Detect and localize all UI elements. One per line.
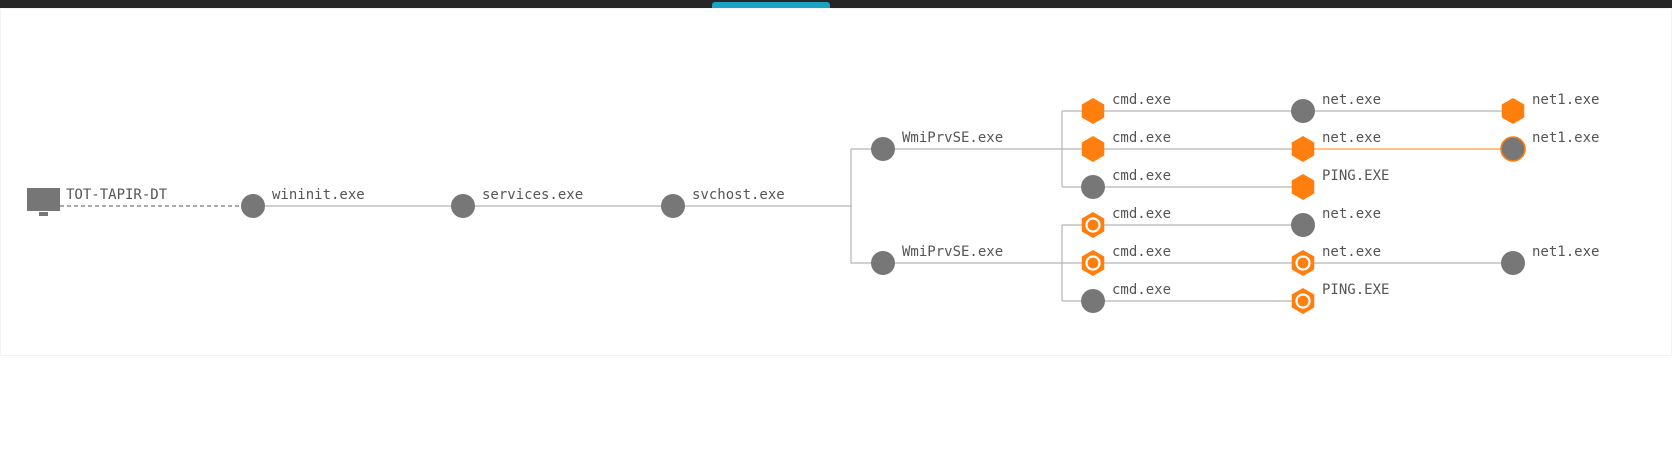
process-tree-diagram[interactable]: TOT-TAPIR-DT wininit.exe services.exe svcho…: [0, 8, 1672, 356]
process-circle-icon: [1291, 99, 1315, 123]
process-node-wininit[interactable]: [241, 194, 265, 218]
process-label-net4: net.exe: [1322, 244, 1381, 260]
process-label-cmd4: cmd.exe: [1112, 206, 1171, 222]
process-label-svchost: svchost.exe: [692, 187, 785, 203]
process-label-cmd6: cmd.exe: [1112, 282, 1171, 298]
monitor-base: [27, 209, 60, 211]
alert-hexagon-ring-icon: [1291, 250, 1315, 276]
tree-nodes: [27, 98, 1526, 314]
process-label-services: services.exe: [482, 187, 583, 203]
process-node-cmd6[interactable]: [1081, 289, 1105, 313]
process-label-wininit: wininit.exe: [272, 187, 365, 203]
process-node-net2[interactable]: [1291, 136, 1315, 162]
process-label-cmd2: cmd.exe: [1112, 130, 1171, 146]
top-bar: [0, 0, 1672, 8]
process-node-net3[interactable]: [1291, 213, 1315, 237]
process-label-wmi1: WmiPrvSE.exe: [902, 130, 1003, 146]
alert-hexagon-icon: [1081, 98, 1105, 124]
process-label-ping1: PING.EXE: [1322, 168, 1389, 184]
ring-icon: [1085, 255, 1101, 271]
host-label: TOT-TAPIR-DT: [66, 187, 168, 203]
monitor-stand: [39, 212, 48, 216]
active-tab-indicator[interactable]: [712, 2, 830, 8]
process-circle-icon: [871, 251, 895, 275]
alert-hexagon-icon: [1291, 136, 1315, 162]
process-node-net1[interactable]: [1291, 99, 1315, 123]
ring-icon: [1295, 255, 1311, 271]
tree-labels: TOT-TAPIR-DT wininit.exe services.exe svcho…: [66, 92, 1599, 298]
ring-icon: [1295, 293, 1311, 309]
process-node-cmd3[interactable]: [1081, 175, 1105, 199]
monitor-screen: [27, 188, 60, 209]
alert-hexagon-icon: [1291, 174, 1315, 200]
process-node-ping2[interactable]: [1291, 288, 1315, 314]
process-label-net2: net.exe: [1322, 130, 1381, 146]
process-circle-icon: [1081, 289, 1105, 313]
alert-hexagon-icon: [1081, 136, 1105, 162]
tree-edges: [60, 110, 1513, 302]
process-tree-panel: TOT-TAPIR-DT wininit.exe services.exe svcho…: [0, 8, 1672, 356]
selected-process-circle-icon: [1500, 136, 1526, 162]
process-node-cmd5[interactable]: [1081, 250, 1105, 276]
process-label-cmd1: cmd.exe: [1112, 92, 1171, 108]
process-label-wmi2: WmiPrvSE.exe: [902, 244, 1003, 260]
alert-hexagon-ring-icon: [1081, 250, 1105, 276]
process-node-cmd4[interactable]: [1081, 212, 1105, 238]
process-node-net1b[interactable]: [1500, 136, 1526, 162]
process-label-net1: net.exe: [1322, 92, 1381, 108]
process-circle-icon: [871, 137, 895, 161]
process-circle-icon: [1081, 175, 1105, 199]
process-label-ping2: PING.EXE: [1322, 282, 1389, 298]
alert-hexagon-icon: [1501, 98, 1525, 124]
process-label-cmd5: cmd.exe: [1112, 244, 1171, 260]
process-circle-icon: [241, 194, 265, 218]
ring-icon: [1085, 217, 1101, 233]
process-node-wmi1[interactable]: [871, 137, 895, 161]
process-label-cmd3: cmd.exe: [1112, 168, 1171, 184]
process-node-svchost[interactable]: [661, 194, 685, 218]
alert-hexagon-ring-icon: [1081, 212, 1105, 238]
process-circle-icon: [661, 194, 685, 218]
process-label-net3: net.exe: [1322, 206, 1381, 222]
process-circle-icon: [451, 194, 475, 218]
process-node-services[interactable]: [451, 194, 475, 218]
process-node-cmd2[interactable]: [1081, 136, 1105, 162]
process-node-ping1[interactable]: [1291, 174, 1315, 200]
computer-icon[interactable]: [27, 188, 60, 216]
process-node-cmd1[interactable]: [1081, 98, 1105, 124]
process-circle-icon: [1291, 213, 1315, 237]
process-label-net1b: net1.exe: [1532, 130, 1599, 146]
alert-hexagon-ring-icon: [1291, 288, 1315, 314]
process-node-net1a[interactable]: [1501, 98, 1525, 124]
process-node-net4[interactable]: [1291, 250, 1315, 276]
process-circle-icon: [1501, 251, 1525, 275]
process-node-net1c[interactable]: [1501, 251, 1525, 275]
process-label-net1a: net1.exe: [1532, 92, 1599, 108]
process-node-wmi2[interactable]: [871, 251, 895, 275]
process-label-net1c: net1.exe: [1532, 244, 1599, 260]
